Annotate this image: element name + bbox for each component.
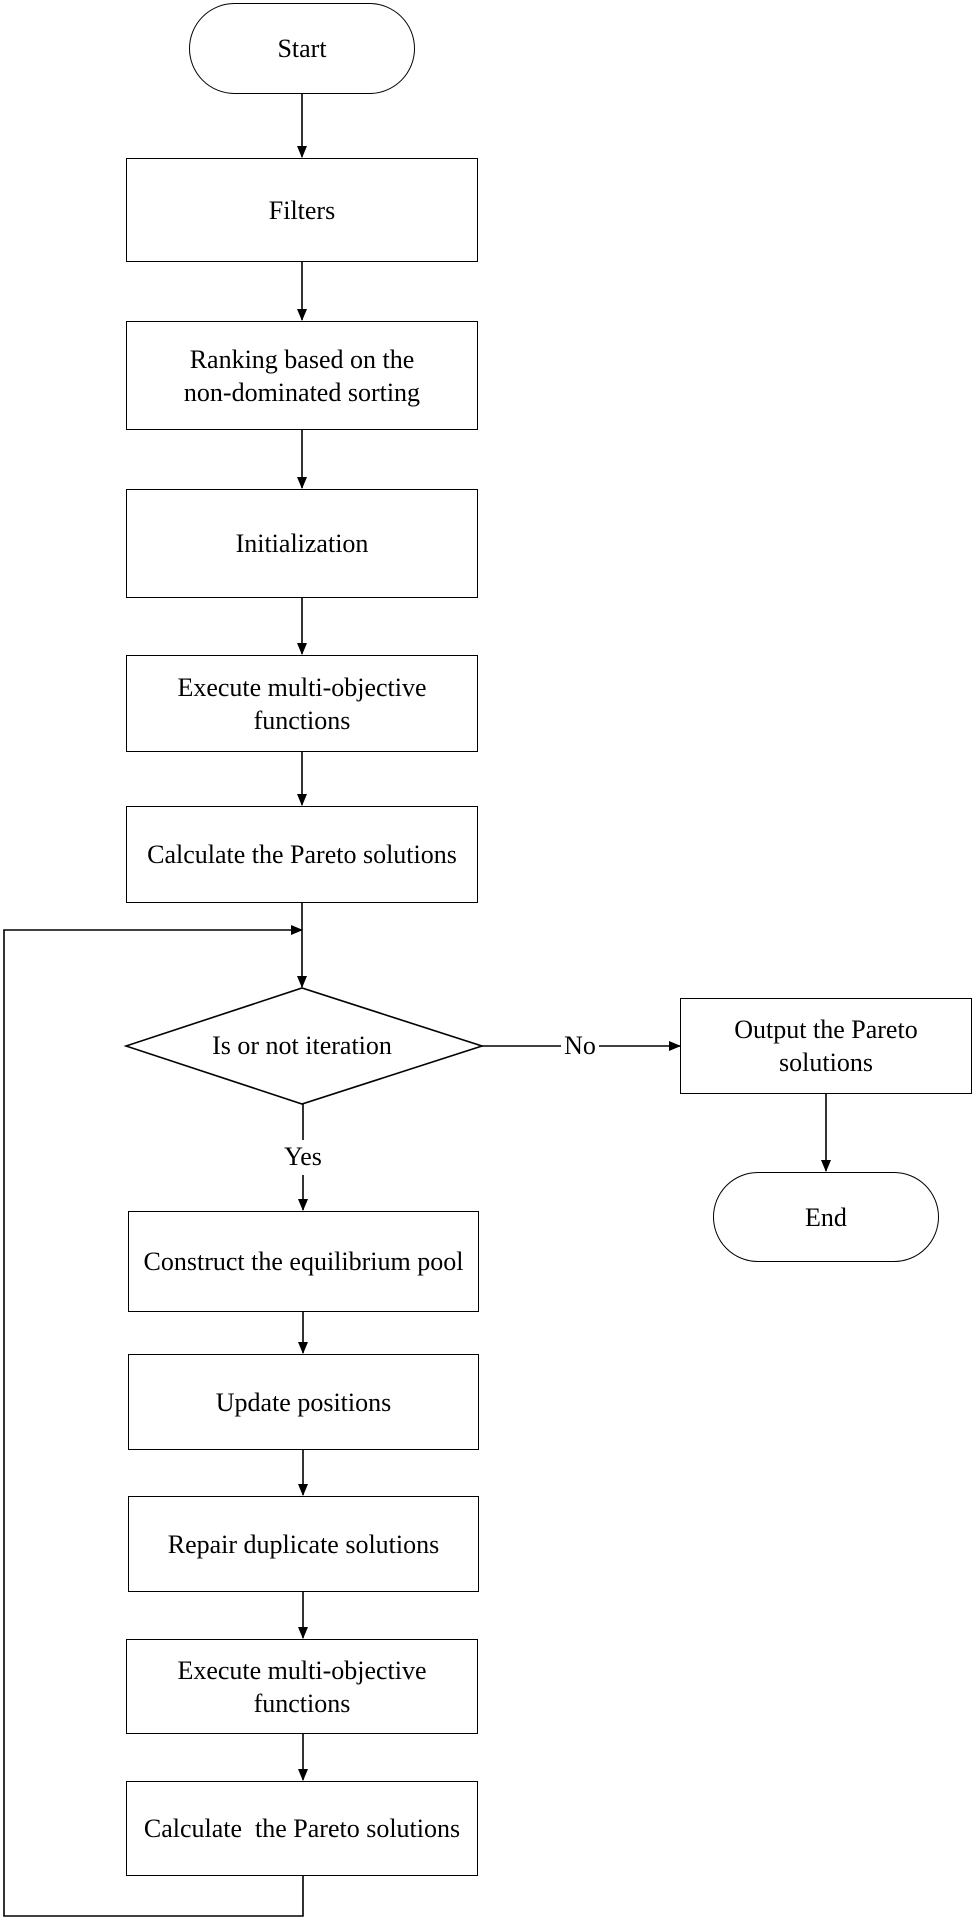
decision-label: Is or not iteration <box>212 1031 392 1060</box>
output-pareto-box: Output the Pareto solutions <box>680 998 972 1094</box>
filters-label: Filters <box>268 195 336 225</box>
yes-branch-label: Yes <box>278 1142 328 1172</box>
calculate-pareto-2-box: Calculate the Pareto solutions <box>126 1781 478 1876</box>
repair-duplicates-box: Repair duplicate solutions <box>128 1496 479 1592</box>
execute-2-label-line-1: Execute multi-objective <box>177 1655 427 1685</box>
update-positions-label: Update positions <box>215 1387 392 1417</box>
loop-back-line <box>3 925 304 1917</box>
construct-pool-label: Construct the equilibrium pool <box>143 1247 464 1276</box>
start-label: Start <box>277 34 327 63</box>
calculate-pareto-label: Calculate the Pareto solutions <box>147 840 457 869</box>
end-terminal: End <box>713 1172 939 1262</box>
execute-label-line-1: Execute multi-objective <box>177 672 427 702</box>
execute-functions-2-box: Execute multi-objective functions <box>126 1639 478 1734</box>
update-positions-box: Update positions <box>128 1354 479 1450</box>
execute-2-label-line-2: functions <box>253 1688 351 1718</box>
decision-diamond <box>123 987 485 1105</box>
start-terminal: Start <box>189 3 415 94</box>
initialization-box: Initialization <box>126 489 478 598</box>
ranking-label-line-1: Ranking based on the <box>189 344 415 374</box>
calculate-pareto-box: Calculate the Pareto solutions <box>126 806 478 903</box>
end-label: End <box>805 1202 847 1232</box>
execute-label-line-2: functions <box>253 705 351 735</box>
execute-functions-box: Execute multi-objective functions <box>126 655 478 752</box>
ranking-label-line-2: non-dominated sorting <box>183 377 421 407</box>
calculate-pareto-2-label: Calculate the Pareto solutions <box>143 1814 461 1843</box>
ranking-box: Ranking based on the non-dominated sorti… <box>126 321 478 430</box>
output-label-line-1: Output the Pareto <box>734 1015 918 1044</box>
construct-pool-box: Construct the equilibrium pool <box>128 1211 479 1312</box>
filters-box: Filters <box>126 158 478 262</box>
no-branch-label: No <box>561 1031 599 1061</box>
output-label-line-2: solutions <box>779 1048 873 1077</box>
repair-duplicates-label: Repair duplicate solutions <box>167 1529 440 1559</box>
initialization-label: Initialization <box>235 529 369 558</box>
